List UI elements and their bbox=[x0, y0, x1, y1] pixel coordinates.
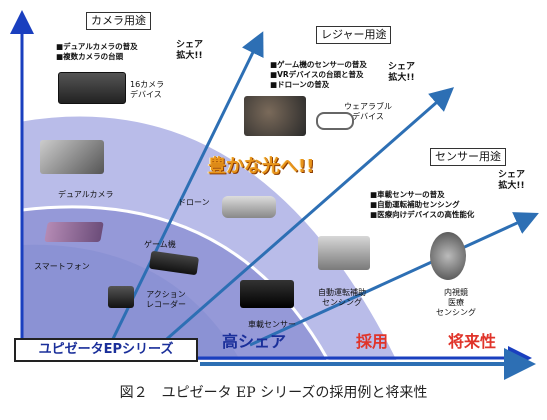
camera-share-expand: シェア 拡大!! bbox=[176, 40, 204, 61]
drone-label: ドローン bbox=[178, 198, 210, 207]
dual-camera-label: デュアルカメラ bbox=[58, 190, 114, 199]
wearable-device-image bbox=[316, 112, 354, 130]
action-recorder-label: アクション レコーダー bbox=[146, 290, 186, 309]
smartphone-label: スマートフォン bbox=[34, 262, 90, 271]
brand-label: ユピゼータEPシリーズ bbox=[14, 338, 198, 362]
arrow-leisure bbox=[159, 87, 455, 347]
category-camera-title: カメラ用途 bbox=[86, 12, 151, 30]
dual-camera-image bbox=[40, 140, 104, 174]
wearable-device-label: ウェアラブル デバイス bbox=[344, 102, 392, 121]
category-sensor-title: センサー用途 bbox=[430, 148, 506, 166]
autodrive-sensing-image bbox=[318, 236, 370, 270]
category-leisure-title: レジャー用途 bbox=[316, 26, 392, 44]
16-camera-device-image bbox=[58, 72, 126, 104]
arrow-camera bbox=[108, 31, 264, 346]
leisure-bullet-3: ■ドローンの普及 bbox=[270, 80, 330, 89]
arrow-sensor bbox=[249, 212, 539, 347]
smartphone-image bbox=[44, 222, 104, 242]
sensor-bullet-1: ■車載センサーの普及 bbox=[370, 190, 445, 199]
zone-future: 将来性 bbox=[448, 332, 497, 351]
rich-light-slogan: 豊かな光へ!! bbox=[208, 156, 315, 177]
sensor-share-expand: シェア 拡大!! bbox=[498, 170, 526, 191]
drone-image bbox=[222, 196, 276, 218]
game-console-label: ゲーム機 bbox=[144, 240, 176, 249]
camera-bullet-2: ■複数カメラの台頭 bbox=[56, 52, 124, 61]
vr-headset-image bbox=[244, 96, 306, 136]
autodrive-sensing-label: 自動運転補助 センシング bbox=[318, 288, 366, 307]
zone-adoption: 採用 bbox=[356, 332, 389, 351]
16-camera-device-label: 16カメラ デバイス bbox=[130, 80, 165, 99]
figure-caption: 図２ ユピゼータ EP シリーズの採用例と将来性 bbox=[119, 385, 428, 401]
car-sensor-image bbox=[240, 280, 294, 308]
leisure-share-expand: シェア 拡大!! bbox=[388, 62, 416, 83]
endoscope-image bbox=[430, 232, 466, 280]
leisure-bullet-1: ■ゲーム機のセンサーの普及 bbox=[270, 60, 367, 69]
zone-high-share: 高シェア bbox=[222, 332, 287, 351]
sensor-bullet-2: ■自動運転補助センシング bbox=[370, 200, 460, 209]
endoscope-label: 内視鏡 医療 センシング bbox=[436, 288, 476, 317]
action-recorder-image bbox=[108, 286, 134, 308]
sensor-bullet-3: ■医療向けデバイスの高性能化 bbox=[370, 210, 475, 219]
car-sensor-label: 車載センサー bbox=[248, 320, 296, 329]
camera-bullet-1: ■デュアルカメラの普及 bbox=[56, 42, 138, 51]
leisure-bullet-2: ■VRデバイスの台頭と普及 bbox=[270, 70, 364, 79]
